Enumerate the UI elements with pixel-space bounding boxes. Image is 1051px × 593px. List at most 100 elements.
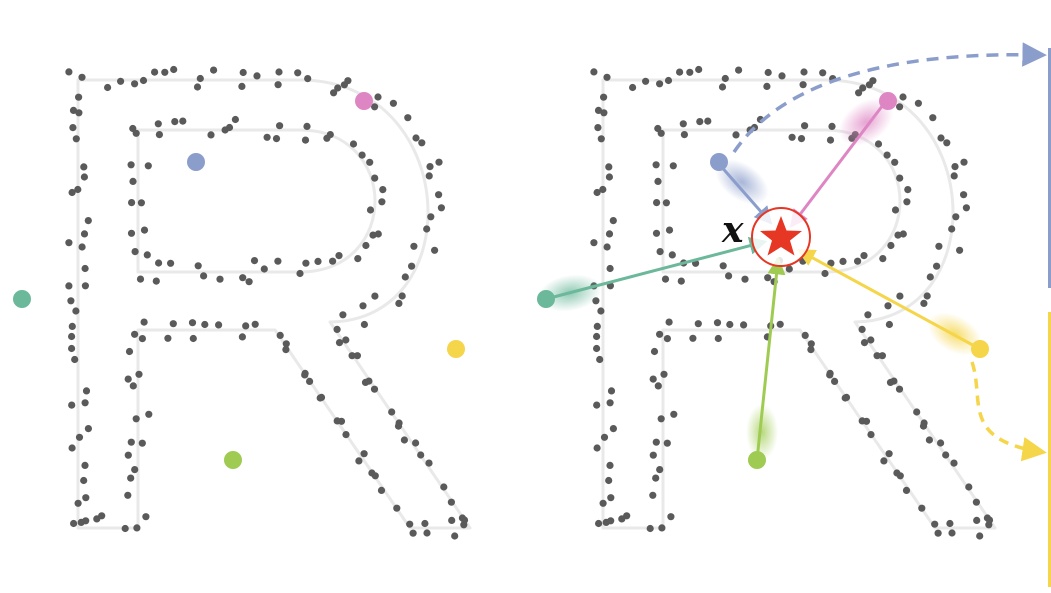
sample-point — [599, 185, 607, 194]
sample-point — [763, 82, 771, 90]
pink-point — [879, 92, 897, 110]
sample-point — [885, 320, 893, 329]
sample-point — [440, 483, 448, 491]
sample-point — [656, 330, 664, 338]
letter-r-outline — [76, 78, 472, 530]
sample-point — [680, 131, 688, 139]
sample-point — [696, 118, 704, 126]
sample-point — [342, 431, 350, 439]
sample-point — [657, 129, 665, 137]
sample-point — [361, 378, 370, 386]
sample-point — [652, 161, 660, 169]
sample-point — [654, 177, 662, 185]
sample-point — [965, 483, 973, 491]
sample-point — [646, 524, 654, 533]
sample-point — [960, 191, 968, 199]
sample-point — [251, 320, 259, 328]
sample-point — [948, 529, 956, 537]
sample-point — [393, 504, 401, 512]
sample-point — [460, 521, 468, 529]
sample-point — [918, 504, 926, 512]
sample-point — [670, 410, 678, 418]
sample-point — [862, 417, 871, 425]
query-label: x — [721, 209, 744, 251]
sample-point — [594, 124, 602, 132]
sample-point — [597, 135, 605, 143]
sample-point — [301, 136, 310, 144]
sample-point — [686, 68, 694, 76]
sample-point — [669, 162, 677, 170]
sample-point — [605, 476, 613, 485]
sample-point — [594, 106, 603, 114]
sample-point — [155, 131, 163, 139]
blue-edge-bar — [1048, 48, 1051, 288]
sample-point — [84, 425, 92, 433]
sample-point — [629, 83, 637, 92]
sample-point — [75, 433, 84, 441]
sample-point — [138, 335, 146, 343]
sample-point — [695, 65, 703, 74]
sample-point — [807, 346, 815, 354]
sample-point — [864, 311, 872, 319]
sample-point — [593, 444, 601, 452]
sample-point — [694, 320, 702, 328]
sample-point — [81, 461, 89, 469]
sample-point — [797, 135, 806, 143]
sample-point — [207, 131, 215, 139]
sample-point — [260, 265, 268, 273]
sample-point — [65, 239, 73, 247]
sample-point — [764, 274, 772, 282]
sample-point — [334, 84, 342, 92]
sample-point — [84, 217, 92, 225]
sample-point — [931, 520, 939, 528]
sample-point — [860, 339, 869, 347]
sample-point — [127, 438, 135, 446]
sample-point — [143, 251, 151, 259]
sample-point — [839, 257, 847, 265]
sample-point — [68, 332, 76, 341]
sample-point — [606, 461, 614, 469]
sample-point — [179, 117, 187, 125]
sample-point — [649, 375, 657, 383]
sample-point — [371, 103, 379, 111]
sample-point — [826, 369, 834, 377]
sample-point — [878, 352, 886, 360]
sample-point — [303, 122, 311, 130]
blue-arrow — [717, 163, 773, 225]
sample-point — [665, 318, 673, 326]
blue-dashed-arrow — [732, 42, 1047, 153]
sample-point — [600, 433, 609, 441]
sample-point — [74, 185, 82, 194]
sample-point — [196, 74, 204, 83]
letter-r-outline — [601, 78, 997, 530]
sample-point — [349, 140, 358, 148]
sample-point — [215, 321, 223, 329]
sample-point — [677, 277, 685, 285]
sample-point — [68, 322, 76, 330]
blue-point — [187, 153, 205, 171]
sample-point — [933, 262, 941, 270]
sample-point — [903, 198, 911, 206]
sample-point — [82, 494, 90, 502]
sample-point — [657, 415, 665, 423]
sample-point — [164, 334, 172, 342]
sample-point — [976, 532, 984, 540]
sample-point — [127, 474, 135, 482]
sample-point — [406, 520, 414, 528]
sample-point — [885, 450, 893, 458]
sample-point — [606, 264, 614, 273]
sample-point — [72, 135, 80, 143]
sample-point — [596, 355, 604, 364]
sample-point — [302, 259, 310, 267]
sample-point — [923, 292, 931, 300]
sample-point — [937, 439, 945, 447]
sample-point — [427, 213, 435, 221]
sample-point — [128, 199, 136, 207]
sample-point — [800, 68, 808, 76]
sample-point — [925, 436, 933, 444]
sample-point — [593, 401, 601, 409]
sample-point — [896, 103, 904, 111]
sample-point — [395, 299, 403, 307]
sample-point — [253, 72, 261, 80]
